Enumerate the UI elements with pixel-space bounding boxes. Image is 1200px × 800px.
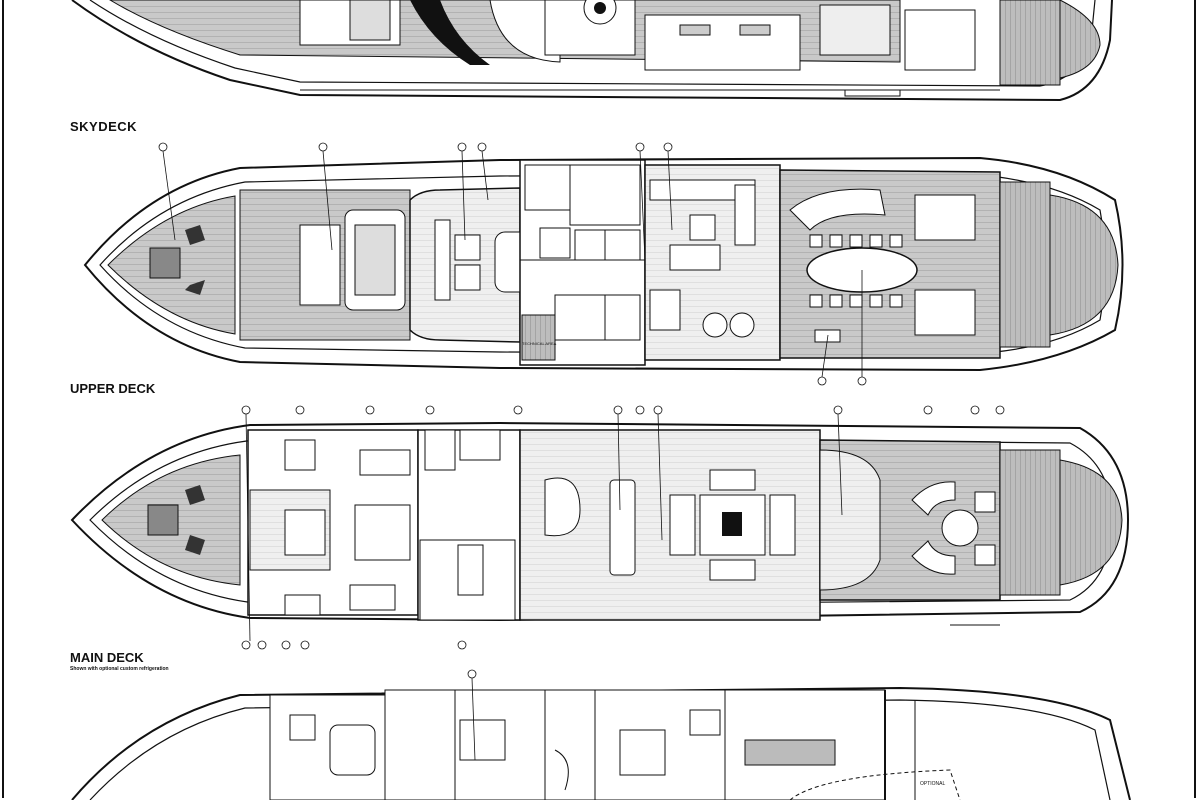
main-deck-plan: OPTIONAL bbox=[71, 686, 1131, 800]
main-deck-callouts bbox=[467, 669, 477, 761]
flybridge-deck-plan bbox=[71, 0, 1113, 102]
technical-area-label: TECHNICAL AREA bbox=[522, 341, 557, 346]
upper-deck-callouts bbox=[241, 405, 1005, 650]
deck-label-main: MAIN DECK bbox=[70, 650, 144, 665]
main-deck-note: Shown with optional custom refrigeration bbox=[70, 666, 169, 672]
optional-label: OPTIONAL bbox=[920, 781, 946, 787]
upper-deck-plan bbox=[70, 421, 1130, 626]
skydeck-callouts bbox=[158, 142, 867, 386]
deck-label-upper: UPPER DECK bbox=[70, 381, 156, 396]
deck-label-skydeck: SKYDECK bbox=[70, 119, 137, 134]
skydeck-plan: TECHNICAL AREA bbox=[83, 156, 1124, 372]
